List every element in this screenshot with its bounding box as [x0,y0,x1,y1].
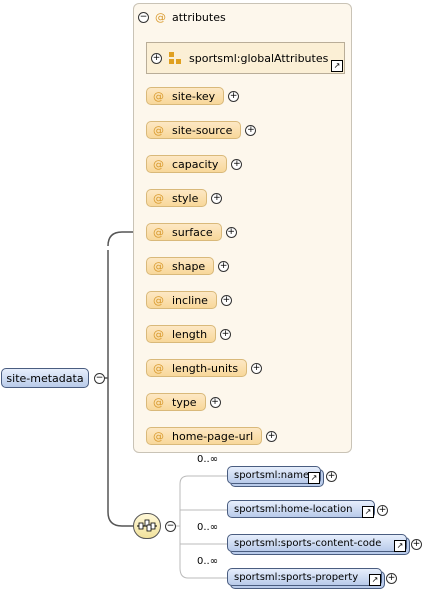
attribute-label: length [172,327,208,341]
attribute-label: home-page-url [172,429,254,443]
attribute-surface[interactable]: @ surface + [146,222,237,242]
attribute-pill[interactable]: @ home-page-url [146,427,263,445]
attribute-at-icon: @ [153,225,164,239]
attribute-pill[interactable]: @ site-source [146,121,242,139]
element-expand-toggle[interactable]: + [326,471,337,482]
attribute-style[interactable]: @ style + [146,188,223,208]
occurrence-label: 0..∞ [197,522,219,533]
attribute-label: incline [172,293,208,307]
reference-link-icon[interactable]: ↗ [308,472,320,484]
element-pill[interactable]: sportsml:sports-property ↗ [227,568,382,586]
attribute-expand-toggle[interactable]: + [266,430,278,442]
attribute-at-icon: @ [153,293,164,307]
attribute-at-icon: @ [155,10,166,24]
global-attributes-label: sportsml:globalAttributes [189,51,329,65]
attribute-capacity[interactable]: @ capacity + [146,154,243,174]
sequence-icon [137,519,157,532]
attribute-at-icon: @ [153,259,164,273]
element-expand-toggle[interactable]: + [386,573,397,584]
attribute-at-icon: @ [153,429,164,443]
attribute-label: site-key [172,89,216,103]
sequence-compositor[interactable] [133,513,161,539]
reference-link-icon[interactable]: ↗ [394,540,406,552]
global-attributes-expand-toggle[interactable]: + [151,52,162,64]
attribute-type[interactable]: @ type + [146,392,221,412]
attribute-at-icon: @ [153,191,164,205]
attribute-expand-toggle[interactable]: + [220,328,232,340]
attribute-expand-toggle[interactable]: + [218,260,230,272]
attribute-at-icon: @ [153,327,164,341]
root-collapse-toggle[interactable]: − [94,373,105,384]
attribute-length[interactable]: @ length + [146,324,232,344]
attribute-label: type [172,395,197,409]
element-pill[interactable]: sportsml:name ↗ [227,466,321,484]
attribute-pill[interactable]: @ type [146,393,206,411]
reference-link-icon[interactable]: ↗ [362,506,374,518]
attribute-pill[interactable]: @ capacity [146,155,228,173]
reference-link-icon[interactable]: ↗ [331,60,343,72]
attribute-pill[interactable]: @ style [146,189,208,207]
attribute-label: site-source [172,123,233,137]
attribute-pill[interactable]: @ site-key [146,87,225,105]
attribute-expand-toggle[interactable]: + [225,226,237,238]
attribute-pill[interactable]: @ length [146,325,217,343]
root-element-label: site-metadata [6,371,84,385]
root-element-site-metadata[interactable]: site-metadata [1,368,89,388]
attribute-expand-toggle[interactable]: + [251,362,263,374]
element-pill[interactable]: sportsml:sports-content-code ↗ [227,534,407,552]
attribute-expand-toggle[interactable]: + [228,90,240,102]
attributes-collapse-toggle[interactable]: − [138,11,149,23]
attribute-incline[interactable]: @ incline + [146,290,232,310]
attribute-at-icon: @ [153,89,164,103]
element-expand-toggle[interactable]: + [377,505,388,516]
element-expand-toggle[interactable]: + [411,539,422,550]
attribute-expand-toggle[interactable]: + [211,192,223,204]
attribute-group-icon [169,52,181,64]
element-label: sportsml:sports-property [234,571,359,583]
child-element-sportsml-name[interactable]: 0..∞ sportsml:name ↗ + [197,454,337,484]
element-label: sportsml:sports-content-code [234,537,382,549]
element-label: sportsml:home-location [234,503,353,515]
attribute-at-icon: @ [153,395,164,409]
attributes-label: attributes [172,10,226,24]
attribute-pill[interactable]: @ length-units [146,359,248,377]
sequence-collapse-toggle[interactable]: − [165,521,176,532]
attribute-expand-toggle[interactable]: + [231,158,243,170]
attribute-shape[interactable]: @ shape + [146,256,230,276]
occurrence-label: 0..∞ [197,556,219,567]
element-label: sportsml:name [234,469,310,481]
attribute-pill[interactable]: @ shape [146,257,215,275]
attribute-at-icon: @ [153,123,164,137]
attribute-pill[interactable]: @ incline [146,291,217,309]
child-element-sportsml-home-location[interactable]: sportsml:home-location ↗ + [227,500,388,518]
attribute-label: surface [172,225,213,239]
element-pill[interactable]: sportsml:home-location ↗ [227,500,375,518]
attributes-group: − @ attributes + sportsml:globalAttribut… [133,3,352,453]
attribute-label: style [172,191,199,205]
attribute-home-page-url[interactable]: @ home-page-url + [146,426,278,446]
attribute-label: length-units [172,361,239,375]
child-element-sportsml-sports-content-code[interactable]: 0..∞ sportsml:sports-content-code ↗ + [197,522,422,552]
attribute-site-source[interactable]: @ site-source + [146,120,257,140]
attribute-site-key[interactable]: @ site-key + [146,86,240,106]
attribute-expand-toggle[interactable]: + [220,294,232,306]
child-element-sportsml-sports-property[interactable]: 0..∞ sportsml:sports-property ↗ + [197,556,397,586]
attributes-header: − @ attributes [138,10,226,24]
attribute-label: shape [172,259,206,273]
attribute-at-icon: @ [153,157,164,171]
attribute-expand-toggle[interactable]: + [245,124,257,136]
global-attributes-group-ref[interactable]: + sportsml:globalAttributes ↗ [146,42,345,74]
attribute-expand-toggle[interactable]: + [209,396,221,408]
attribute-pill[interactable]: @ surface [146,223,222,241]
attribute-at-icon: @ [153,361,164,375]
attribute-label: capacity [172,157,219,171]
occurrence-label: 0..∞ [197,454,219,465]
reference-link-icon[interactable]: ↗ [369,574,381,586]
attribute-length-units[interactable]: @ length-units + [146,358,263,378]
